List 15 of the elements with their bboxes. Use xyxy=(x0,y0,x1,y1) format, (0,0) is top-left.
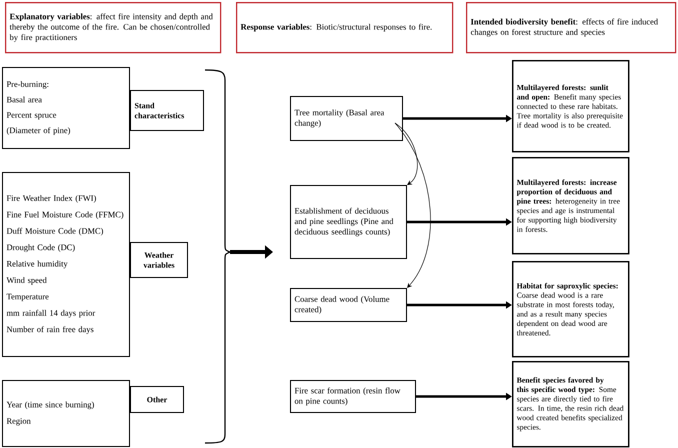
header-box: Response variables: Biotic/structural responses to fire. xyxy=(236,2,454,54)
variable-list-box: Pre-burning: Basal area Percent spruce (Diameter of pine) xyxy=(2,67,130,149)
header-box: Explanatory variables: affect fire intensity and depth and thereby the outcome of the fire. Can be chosen/controlled by fire practitioners xyxy=(5,2,222,54)
variable-list-box: Fire Weather Index (FWI) Fine Fuel Moisture Code (FFMC) Duff Moisture Code (DMC) Drought Code (DC) Relative humidity Wind speed Temperature mm rainfall 14 days prior Number of rain free days xyxy=(2,172,130,357)
response-box: Fire scar formation (resin flow on pine counts) xyxy=(290,380,416,413)
header-box: Intended biodiversity benefit: effects of fire induced changes on forest structure and species xyxy=(466,2,676,54)
group-label-box: Weather variables xyxy=(130,242,188,278)
variable-list-box: Year (time since burning) Region xyxy=(2,380,130,447)
curved-arrow xyxy=(394,122,431,288)
group-label-box: Stand characteristics xyxy=(130,90,204,131)
response-box: Tree mortality (Basal area change) xyxy=(290,96,403,141)
response-box: Coarse dead wood (Volume created) xyxy=(290,288,407,322)
curved-arrow xyxy=(394,122,418,185)
response-box: Establishment of deciduous and pine seedlings (Pine and deciduous seedlings counts) xyxy=(290,185,407,259)
group-label-box: Other xyxy=(130,386,184,413)
